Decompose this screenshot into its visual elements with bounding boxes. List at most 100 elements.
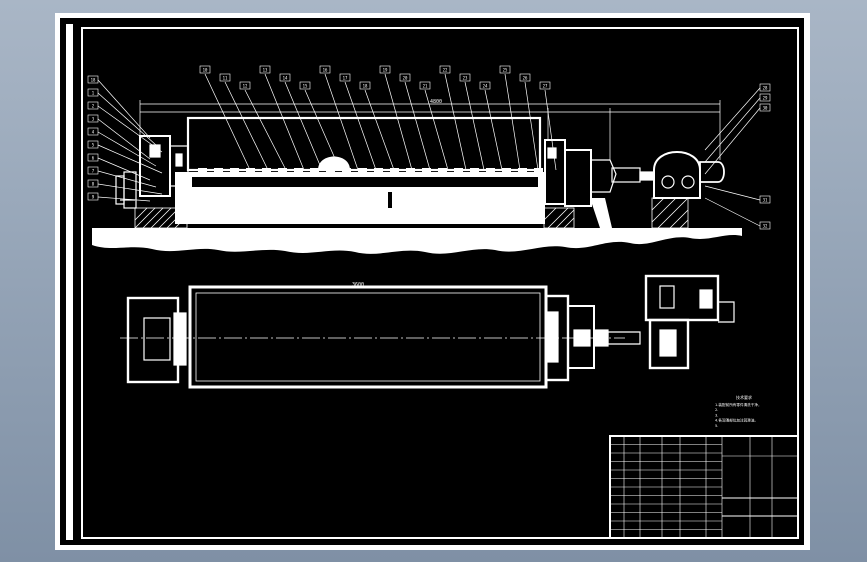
balloon-left: 2 bbox=[92, 103, 95, 108]
balloon-right: 28 bbox=[763, 85, 768, 90]
balloon-left: 3 bbox=[92, 116, 95, 121]
cutter-tooth bbox=[198, 168, 207, 177]
cutter-tooth bbox=[278, 168, 287, 177]
leader-line bbox=[244, 89, 287, 171]
leader-line bbox=[97, 183, 163, 195]
cutter-tooth bbox=[406, 168, 415, 177]
cutter-tooth bbox=[310, 168, 319, 177]
balloon-top: 17 bbox=[343, 75, 348, 80]
balloon-right: 32 bbox=[763, 223, 768, 228]
right-end-housing bbox=[544, 139, 725, 228]
plan-view: 3600 bbox=[120, 274, 735, 389]
balloon-top: 14 bbox=[283, 75, 288, 80]
center-post bbox=[388, 192, 392, 208]
balloon-top: 25 bbox=[503, 67, 508, 72]
balloon-left: 4 bbox=[92, 129, 95, 134]
balloon-top: 20 bbox=[403, 75, 408, 80]
balloon-top-box bbox=[319, 65, 331, 74]
balloon-top: 23 bbox=[463, 75, 468, 80]
balloon-top: 22 bbox=[443, 67, 448, 72]
leader-line bbox=[264, 73, 305, 171]
cutter-tooth bbox=[230, 168, 239, 177]
tech-req-line: 3. bbox=[715, 413, 718, 417]
cutter-tooth bbox=[438, 168, 447, 177]
balloon-left-box bbox=[87, 140, 99, 149]
title-block bbox=[609, 435, 799, 539]
cutter-teeth bbox=[198, 168, 543, 177]
leader-line bbox=[97, 144, 163, 174]
cutter-tooth bbox=[422, 168, 431, 177]
balloon-top-box bbox=[399, 73, 411, 82]
balloon-top: 16 bbox=[323, 67, 328, 72]
balloon-top-box bbox=[279, 73, 291, 82]
balloon-top: 13 bbox=[263, 67, 268, 72]
hatched-bases bbox=[134, 197, 689, 229]
reducer-gearbox bbox=[653, 151, 701, 199]
balloon-left: 7 bbox=[92, 168, 95, 173]
leader-line bbox=[284, 81, 323, 171]
balloon-right: 30 bbox=[763, 105, 768, 110]
leader-line bbox=[424, 89, 449, 171]
leader-line bbox=[704, 87, 761, 151]
cutter-tooth bbox=[294, 168, 303, 177]
balloon-top-box bbox=[359, 81, 371, 90]
leader-line bbox=[97, 79, 151, 139]
tech-req-title: 技术要求 bbox=[736, 394, 752, 400]
center-bearing bbox=[318, 156, 350, 170]
leader-line bbox=[97, 92, 157, 146]
leader-line bbox=[484, 89, 503, 171]
leader-line bbox=[444, 73, 467, 171]
balloon-left-box bbox=[87, 101, 99, 110]
balloon-right-box bbox=[759, 103, 771, 112]
leader-line bbox=[324, 73, 359, 171]
leader-line bbox=[204, 73, 251, 171]
drawing-area bbox=[60, 18, 804, 545]
balloon-left-box bbox=[87, 88, 99, 97]
balloon-top-box bbox=[339, 73, 351, 82]
balloon-top: 10 bbox=[203, 67, 208, 72]
cutter-tooth bbox=[326, 168, 335, 177]
leader-line bbox=[97, 118, 151, 160]
cutter-tooth bbox=[470, 168, 479, 177]
balloon-top: 24 bbox=[483, 83, 488, 88]
balloon-top: 19 bbox=[383, 67, 388, 72]
cutter-tooth bbox=[374, 168, 383, 177]
balloon-top: 15 bbox=[303, 83, 308, 88]
balloon-top-box bbox=[479, 81, 491, 90]
leader-line bbox=[364, 89, 395, 171]
cutter-tooth bbox=[486, 168, 495, 177]
motor bbox=[699, 161, 725, 183]
balloon-right: 29 bbox=[763, 95, 768, 100]
balloon-left: 6 bbox=[92, 155, 95, 160]
balloon-top-box bbox=[239, 81, 251, 90]
cutter-tooth bbox=[262, 168, 271, 177]
balloon-left: 9 bbox=[92, 194, 95, 199]
balloon-right-box bbox=[759, 195, 771, 204]
leader-line bbox=[97, 157, 151, 181]
dimension-text-top: 4800 bbox=[430, 99, 442, 105]
leader-line bbox=[504, 73, 521, 171]
balloon-left-box bbox=[87, 153, 99, 162]
balloon-right: 31 bbox=[763, 197, 768, 202]
leader-line bbox=[524, 81, 539, 171]
balloon-left: 1 bbox=[92, 90, 95, 95]
dimension-lines bbox=[139, 100, 721, 160]
leader-line bbox=[384, 73, 413, 171]
leader-line bbox=[97, 131, 157, 167]
balloon-left: 18 bbox=[91, 77, 96, 82]
balloon-left: 5 bbox=[92, 142, 95, 147]
cutter-tooth bbox=[358, 168, 367, 177]
inner-frame bbox=[81, 27, 799, 539]
cutter-tooth bbox=[454, 168, 463, 177]
leader-line bbox=[97, 196, 151, 202]
balloon-top: 11 bbox=[223, 75, 228, 80]
balloon-top-box bbox=[499, 65, 511, 74]
balloon-top: 12 bbox=[243, 83, 248, 88]
leader-line bbox=[544, 89, 557, 171]
balloon-top: 18 bbox=[363, 83, 368, 88]
